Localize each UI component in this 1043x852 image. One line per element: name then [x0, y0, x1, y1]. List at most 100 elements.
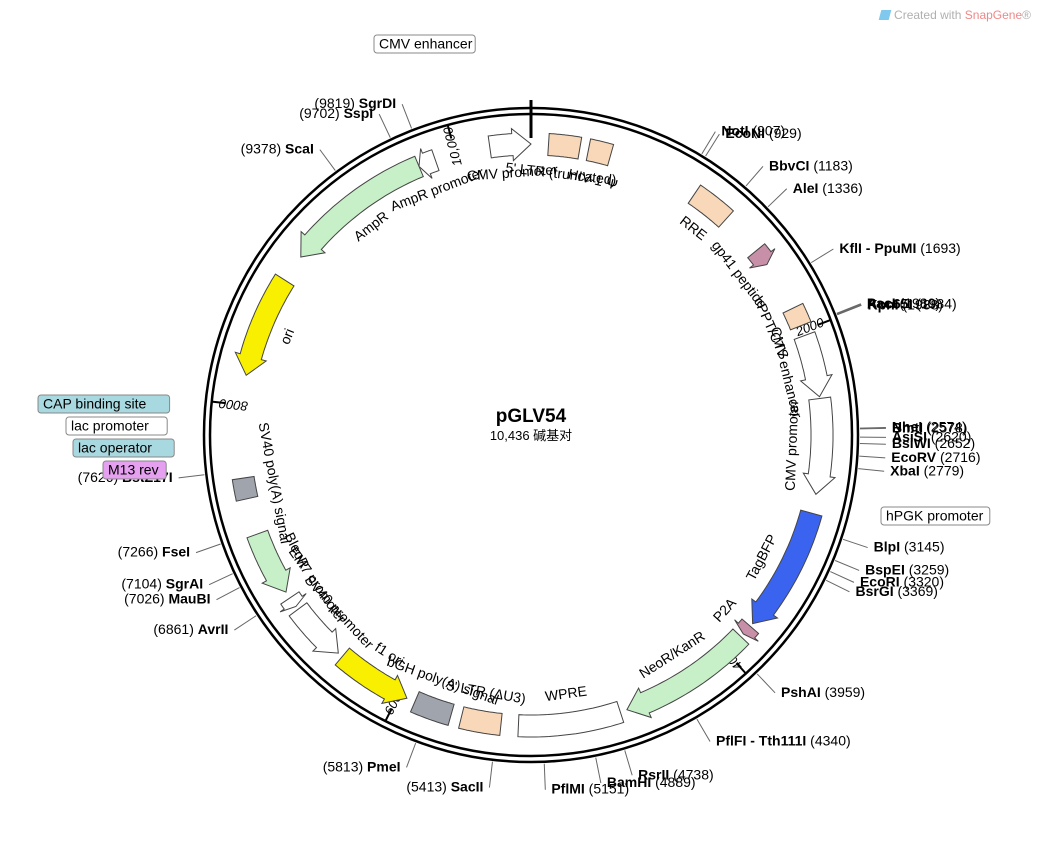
site-label[interactable]: BamHI (4889) — [607, 774, 696, 790]
site-label[interactable]: BbvCI (1183) — [769, 157, 853, 173]
scale-tick — [384, 708, 393, 722]
site-label[interactable]: EcoRV (2716) — [891, 449, 980, 465]
site-label[interactable]: BsrGI (3369) — [855, 583, 937, 599]
site-leader — [859, 455, 886, 459]
site-label[interactable]: (9702) SspI — [299, 105, 373, 121]
site-label[interactable]: NotI (907) — [721, 122, 785, 138]
snapgene-watermark: Created with SnapGene® — [878, 8, 1031, 22]
boxed-label[interactable]: M13 rev — [108, 462, 159, 478]
feature-f1-ori[interactable] — [334, 647, 408, 705]
feature-bleor[interactable] — [246, 529, 291, 593]
boxed-label[interactable]: lac promoter — [71, 418, 149, 434]
site-label[interactable]: BmtI (2578) — [892, 419, 967, 435]
site-leader — [859, 443, 886, 445]
site-label[interactable]: EcoRI (3320) — [860, 573, 944, 589]
site-label[interactable]: PflMI (5151) — [551, 780, 629, 796]
site-leader — [595, 757, 602, 784]
feature-label: CMV promoter — [782, 399, 802, 491]
feature-em7-promoter[interactable] — [279, 591, 307, 613]
feature-cmv-promoter[interactable] — [487, 127, 532, 162]
scale-tick — [817, 318, 832, 326]
site-leader — [859, 427, 886, 429]
site-leader — [858, 468, 885, 472]
site-label[interactable]: AleI (1336) — [793, 179, 863, 195]
site-leader — [705, 133, 720, 157]
site-leader — [836, 303, 862, 314]
site-label[interactable]: Acc65I (1984) — [867, 295, 957, 311]
feature-ampr-promoter[interactable] — [418, 148, 440, 179]
site-label[interactable]: EcoNI (929) — [725, 125, 801, 141]
boxed-label[interactable]: lac operator — [78, 440, 152, 456]
feature-wpre[interactable] — [517, 700, 625, 738]
boxed-label[interactable]: hPGK promoter — [886, 508, 984, 524]
feature-cmv-promoter[interactable] — [802, 396, 837, 496]
site-leader — [624, 750, 633, 776]
boxed-label[interactable]: CAP binding site — [43, 396, 146, 412]
site-label[interactable]: (9378) ScaI — [241, 140, 314, 156]
site-label[interactable]: (7026) MauBI — [124, 590, 210, 606]
site-leader — [767, 188, 788, 208]
site-label[interactable]: XbaI (2779) — [890, 462, 964, 478]
site-label[interactable]: (7266) FseI — [118, 543, 190, 559]
boxed-label-frame — [37, 394, 171, 414]
site-leader — [825, 579, 850, 593]
boxed-label-frame — [65, 416, 168, 436]
boxed-label-frame — [102, 460, 167, 480]
site-leader — [756, 673, 776, 694]
site-label[interactable]: PacI (1980) — [867, 294, 940, 310]
site-leader — [234, 615, 257, 631]
site-leader — [195, 543, 221, 554]
site-leader — [406, 742, 417, 768]
feature-rre[interactable] — [687, 184, 735, 228]
feature-gp41-peptide[interactable] — [747, 243, 776, 269]
site-label[interactable]: AsiSI (2620) — [892, 428, 971, 444]
site-leader — [401, 104, 413, 129]
feature-label: RRE — [677, 212, 710, 243]
feature-ori[interactable] — [234, 273, 295, 377]
feature-p2a[interactable] — [734, 618, 760, 642]
feature-hiv-1-[interactable] — [585, 138, 615, 167]
site-leader — [810, 248, 834, 264]
feature-cppt-cts[interactable] — [782, 302, 812, 331]
site-leader — [319, 149, 336, 171]
feature-3-ltr-u3-[interactable] — [457, 706, 503, 736]
feature-sv40-poly-a-signal[interactable] — [231, 475, 259, 502]
boxed-feature-labels: CMV enhancer hPGK promoter CAP binding sit… — [37, 34, 991, 526]
site-leader — [216, 587, 240, 601]
site-label[interactable]: BspEI (3259) — [865, 561, 949, 577]
feature-cmv-enhancer[interactable] — [793, 331, 833, 398]
site-label[interactable]: PflFI - Tth111I (4340) — [716, 732, 851, 748]
feature-label: ori — [277, 326, 298, 346]
feature-label: SV40 poly(A) signal — [256, 421, 294, 545]
site-label[interactable]: BsiWI (2652) — [892, 435, 975, 451]
tick-label: 8000 — [218, 396, 249, 414]
site-label[interactable]: (6861) AvrII — [153, 621, 228, 637]
feature-ampr[interactable] — [300, 155, 424, 258]
feature-5-ltr-truncated-[interactable] — [547, 132, 583, 160]
site-label[interactable]: RsrII (4738) — [638, 766, 713, 782]
restriction-sites-layer: NotI (907)EcoNI (929) BbvCI (1183) AleI (1… — [78, 95, 981, 796]
boxed-label-frame — [72, 438, 175, 458]
site-label[interactable]: (7104) SgrAI — [121, 575, 203, 591]
site-leader — [696, 718, 711, 742]
site-label[interactable]: BlpI (3145) — [874, 538, 945, 554]
feature-sv40-promoter[interactable] — [288, 602, 339, 654]
scale-tick — [211, 400, 226, 405]
site-leader — [543, 763, 546, 790]
site-label[interactable]: NheI (2574) — [892, 418, 967, 434]
boxed-label-frame — [880, 506, 991, 526]
tick-label: 10,000 — [440, 125, 465, 168]
feature-tagbfp[interactable] — [751, 509, 823, 625]
site-label[interactable]: PshAI (3959) — [781, 684, 865, 700]
site-label[interactable]: (5813) PmeI — [323, 758, 401, 774]
site-label[interactable]: (9819) SgrDI — [314, 95, 396, 111]
site-label[interactable]: KflI - PpuMI (1693) — [839, 240, 960, 256]
site-label[interactable]: (5413) SacII — [406, 778, 483, 794]
site-leader — [836, 304, 862, 315]
site-leader — [834, 560, 860, 571]
site-label[interactable]: KpnI (1988) — [867, 296, 942, 312]
feature-bgh-poly-a-signal[interactable] — [409, 691, 455, 727]
feature-neor-kanr[interactable] — [626, 628, 750, 719]
boxed-label[interactable]: CMV enhancer — [379, 36, 473, 52]
